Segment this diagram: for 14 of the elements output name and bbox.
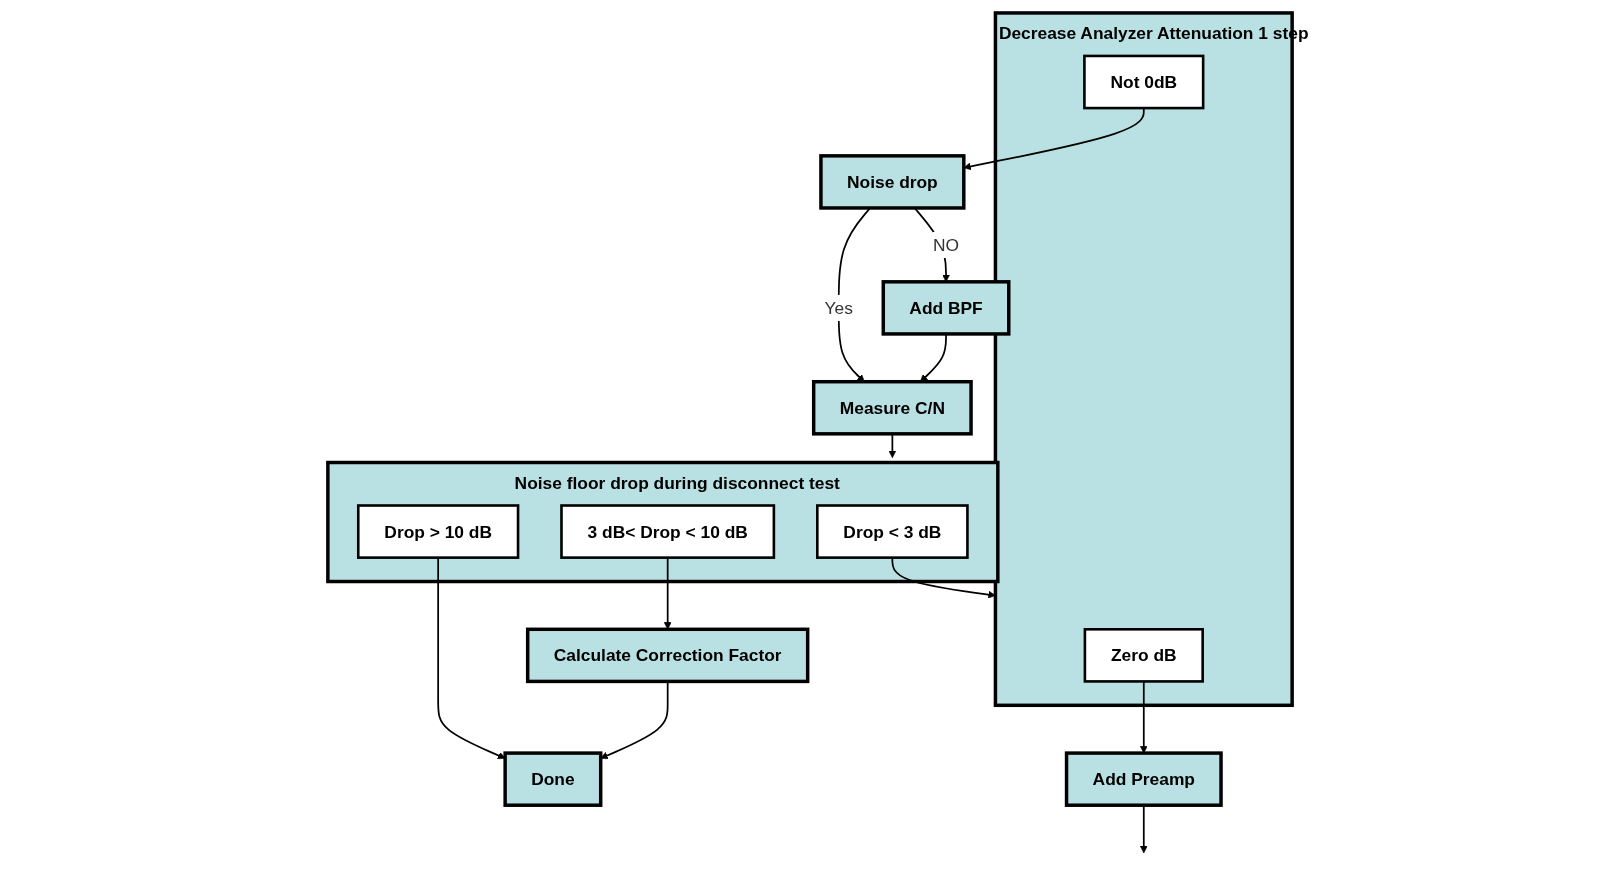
node-box: Calculate Correction Factor	[525, 627, 809, 683]
node-box: 3 dB< Drop < 10 dB	[559, 503, 775, 559]
node-box: Done	[502, 750, 602, 807]
node-box: Add BPF	[881, 279, 1010, 336]
node-box: Measure C/N	[811, 379, 973, 436]
node-box: Noise drop	[818, 153, 966, 210]
node-box: Drop < 3 dB	[815, 503, 969, 559]
edge-label: Yes	[824, 297, 853, 317]
node-box: Zero dB	[1083, 627, 1204, 683]
arrow	[1139, 680, 1148, 753]
node-box: Add Preamp	[1064, 750, 1223, 807]
node-box: Not 0dB	[1082, 54, 1204, 109]
edge-label: NO	[932, 234, 959, 254]
node-box: Drop > 10 dB	[356, 503, 519, 559]
